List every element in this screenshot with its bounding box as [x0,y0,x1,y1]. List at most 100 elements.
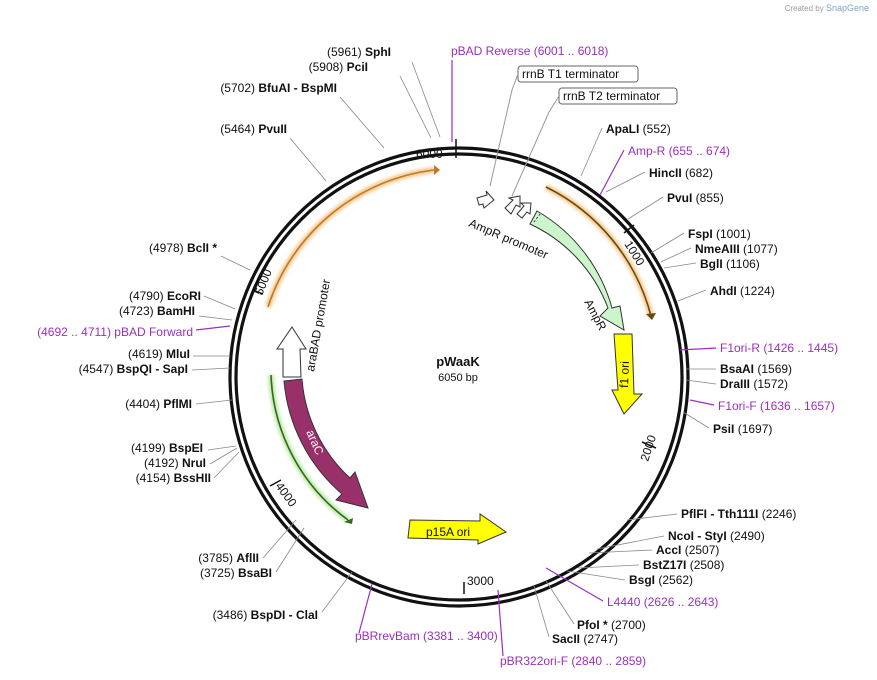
site-pfoi[interactable]: PfoI * (2700) [545,580,646,632]
site-leader [411,61,441,138]
site-name: PflFI - Tth111I [681,507,758,521]
primer-pbad-reverse[interactable]: pBAD Reverse (6001 .. 6018) [451,44,608,142]
site-label: NcoI - StyI (2490) [668,529,765,543]
site-hincii[interactable]: HincII (682) [605,166,713,193]
primer-f1ori-r[interactable]: F1ori-R (1426 .. 1445) [679,341,838,355]
site-position: (1001) [713,227,751,241]
site-pvui[interactable]: PvuI (855) [627,191,724,220]
site-bcli[interactable]: (4978) BclI * [149,241,251,271]
primer-name: pBAD Reverse [451,44,531,58]
site-bamhi[interactable]: (4723) BamHI [119,304,233,321]
site-aflii[interactable]: (3785) AflII [198,519,297,565]
site-name: EcoRI [167,289,201,303]
primer-amp-r[interactable]: Amp-R (655 .. 674) [599,144,730,196]
site-label: AhdI (1224) [710,284,775,298]
site-mlui[interactable]: (4619) MluI [128,347,230,361]
feature-p15a-ori[interactable] [407,513,508,545]
site-label: (4192) NruI [144,456,206,470]
site-nmeaiii[interactable]: NmeAIII (1077) [660,242,778,263]
site-label: BglI (1106) [700,257,760,271]
site-ahdi[interactable]: AhdI (1224) [677,284,775,302]
site-apali[interactable]: ApaLI (552) [580,122,671,177]
primer-pbr322ori-f[interactable]: pBR322ori-F (2840 .. 2859) [497,589,646,668]
site-leader [545,580,575,625]
label-p15a-ori: p15A ori [426,525,470,539]
site-leader [588,549,653,554]
site-acci[interactable]: AccI (2507) [588,543,719,557]
terminator-t2[interactable]: rrnB T2 terminator [511,87,678,197]
site-position: (1106) [723,257,760,271]
site-position: (5908) [309,60,347,74]
site-pflmi[interactable]: (4404) PflMI [125,397,233,411]
site-leader [289,137,327,182]
orange-arcs [265,165,656,320]
site-position: (1077) [740,242,778,256]
site-name: AccI [656,543,681,557]
site-bsabi[interactable]: (3725) BsaBI [200,527,305,580]
site-bgli[interactable]: BglI (1106) [663,257,760,271]
terminator-t2-label: rrnB T2 terminator [563,89,660,103]
feature-ampr-promoter[interactable] [476,190,532,219]
site-ncoi-styi[interactable]: NcoI - StyI (2490) [596,529,765,550]
feature-ampr[interactable] [529,210,625,331]
site-pflfi-tth111i[interactable]: PflFI - Tth111I (2246) [626,507,796,521]
label-arabad-promoter: araBAD promoter [303,278,333,372]
feature-f1-ori[interactable] [611,333,644,415]
site-fspi[interactable]: FspI (1001) [650,227,751,254]
site-leader [213,451,240,479]
site-pvuii[interactable]: (5464) PvuII [220,122,327,182]
plasmid-name: pWaaK [436,354,480,369]
site-bspqi-sapi[interactable]: (4547) BspQI - SapI [79,362,231,376]
snapgene-credit: Created by SnapGene [785,3,869,13]
feature-arac[interactable] [283,378,369,509]
primer-name: Amp-R [628,144,666,158]
site-bsgi[interactable]: BsgI (2562) [566,570,693,587]
site-position: (5702) [220,81,258,95]
primer-f1ori-f[interactable]: F1ori-F (1636 .. 1657) [689,399,835,413]
feature-arabad-promoter[interactable] [276,326,307,378]
primer-pbad-forward[interactable]: (4692 .. 4711) pBAD Forward [37,325,231,339]
site-bfuai-bspmi[interactable]: (5702) BfuAI - BspMI [220,81,385,149]
site-name: ApaLI [606,122,639,136]
site-draiii[interactable]: DraIII (1572) [685,377,788,391]
site-leader [660,247,692,263]
site-leader [321,571,353,613]
site-sacii[interactable]: SacII (2747) [533,585,618,646]
site-nrui[interactable]: (4192) NruI [144,447,238,470]
primer-l4440[interactable]: L4440 (2626 .. 2643) [545,567,718,609]
terminator-t1[interactable]: rrnB T1 terminator [489,65,639,187]
site-position: (2562) [655,573,693,587]
site-bsaai[interactable]: BsaAI (1569) [686,362,792,376]
primer-leader [599,149,625,196]
site-name: FspI [688,227,713,241]
site-leader [605,171,646,193]
primer-range: (1636 .. 1657) [757,399,835,413]
site-ecori[interactable]: (4790) EcoRI [129,289,236,310]
site-bspei[interactable]: (4199) BspEI [131,441,237,455]
site-name: BglI [700,257,723,271]
site-bspdi-clai[interactable]: (3486) BspDI - ClaI [213,571,353,622]
site-leader [626,513,678,521]
ruler-tick-5000 [251,289,264,295]
primer-pbrrevbam[interactable]: pBRrevBam (3381 .. 3400) [355,583,498,643]
site-label: SacII (2747) [552,632,618,646]
site-psii[interactable]: PsiI (1697) [682,411,772,436]
site-name: SphI [365,45,391,59]
site-leader [203,295,236,310]
primer-name: L4440 [607,595,641,609]
site-position: (552) [639,122,670,136]
site-label: PflFI - Tth111I (2246) [681,507,796,521]
primer-leader [545,567,604,602]
site-label: (4547) BspQI - SapI [79,362,188,376]
site-leader [685,379,717,385]
site-name: PciI [347,60,368,74]
site-bsshii[interactable]: (4154) BssHII [136,451,240,485]
site-position: (4192) [144,456,182,470]
primer-name: F1ori-R [720,341,760,355]
snapgene-logo: SnapGene [825,3,869,13]
site-bstz17i[interactable]: BstZ17I (2508) [577,558,724,572]
primer-range: (1426 .. 1445) [760,341,838,355]
site-pcii[interactable]: (5908) PciI [309,60,432,139]
site-sphi[interactable]: (5961) SphI [327,45,441,138]
